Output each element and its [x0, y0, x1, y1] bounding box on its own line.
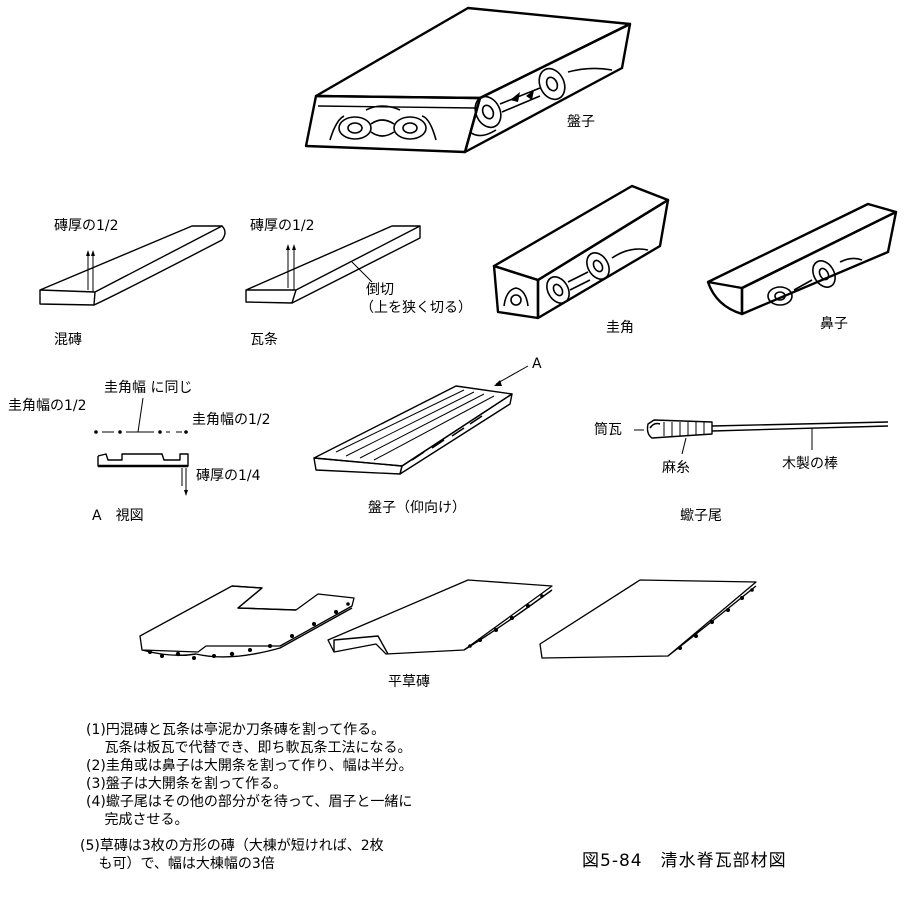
label-keikaku-width-same: 圭角幅 に同じ — [104, 380, 193, 396]
hanako-drawing — [706, 202, 898, 316]
label-wajou: 瓦条 — [250, 332, 278, 348]
hunzhuan-drawing — [39, 225, 226, 306]
label-keikaku-width-half-left: 圭角幅の1/2 — [8, 398, 87, 414]
section-view-drawing — [94, 397, 189, 496]
label-asaito: 麻糸 — [662, 460, 690, 476]
label-hanako: 鼻子 — [820, 316, 848, 332]
note-line: (5)草磚は3枚の方形の磚（大棟が短ければ、2枚 — [80, 838, 384, 854]
label-panzi-up: 盤子（仰向け） — [368, 500, 466, 516]
label-hunzhuan: 混磚 — [54, 332, 82, 348]
rashibi-drawing — [634, 419, 889, 455]
label-tsutsugawara: 筒瓦 — [594, 422, 622, 438]
label-brick-half-1: 磚厚の1/2 — [54, 218, 119, 234]
label-panzi: 盤子 — [567, 114, 595, 130]
label-hirakusazen: 平草磚 — [388, 674, 430, 690]
label-arrow-a: A — [532, 356, 542, 372]
label-bevel-note: （上を狭く切る） — [360, 300, 472, 316]
label-keikaku-width-half-right: 圭角幅の1/2 — [192, 412, 271, 428]
note-line: 瓦条は板瓦で代替でき、即ち軟瓦条工法になる。 — [86, 740, 412, 756]
label-wooden-rod: 木製の棒 — [782, 456, 838, 472]
panzi-block-drawing — [304, 6, 632, 154]
label-brick-quarter: 磚厚の1/4 — [196, 468, 261, 484]
label-brick-half-2: 磚厚の1/2 — [250, 218, 315, 234]
note-line: (3)盤子は大開条を割って作る。 — [86, 776, 288, 792]
note-line: (4)蠍子尾はその他の部分がを待って、眉子と一緒に — [86, 794, 413, 810]
label-bevel: 倒切 — [366, 282, 394, 298]
note-line: (2)圭角或は鼻子は大開条を割って作り、幅は半分。 — [86, 758, 413, 774]
note-line: (1)円混磚と瓦条は亭泥か刀条磚を割って作る。 — [86, 722, 386, 738]
label-rashibi: 蠍子尾 — [680, 508, 722, 524]
figure-caption: 図5-84 清水脊瓦部材図 — [582, 851, 787, 871]
keikaku-drawing — [492, 184, 670, 320]
panzi-upturned-drawing — [313, 365, 529, 475]
note-line: 完成させる。 — [86, 812, 189, 828]
note-line: も可）で、幅は大棟幅の3倍 — [80, 856, 275, 872]
label-view-a: A 視図 — [92, 508, 144, 524]
hirakusazen-drawing — [139, 579, 757, 660]
wajou-drawing — [245, 225, 421, 304]
label-keikaku: 圭角 — [606, 320, 634, 336]
